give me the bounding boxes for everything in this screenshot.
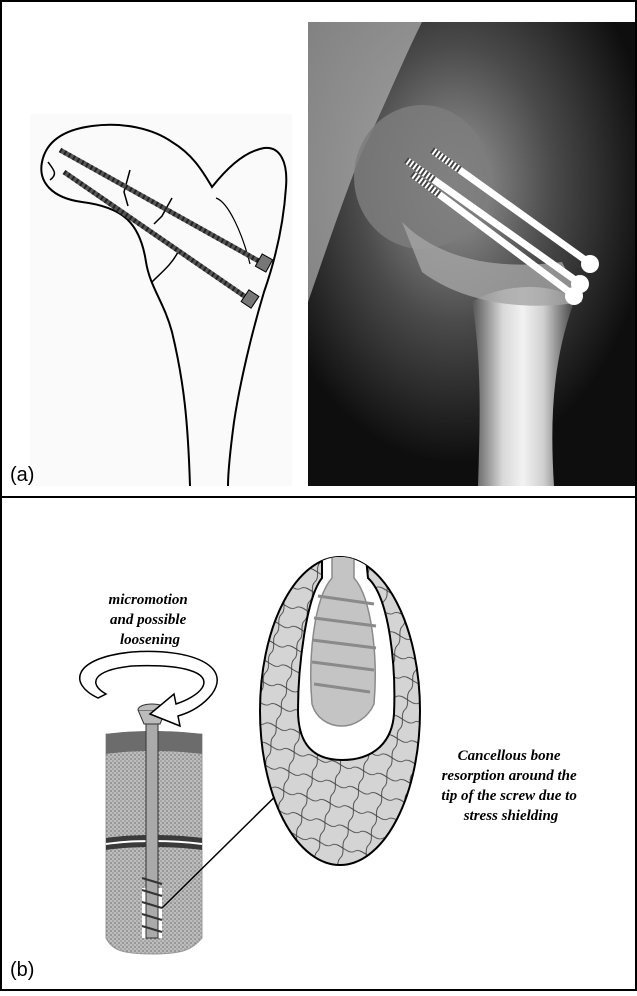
annotation-resorption: Cancellous bone resorption around the ti… [441, 748, 580, 824]
panel-a-graphics [2, 2, 635, 496]
panel-b-graphics: micromotion and possible loosening Cance… [2, 498, 635, 991]
panel-a-label: (a) [10, 464, 34, 487]
zoom-oval [260, 518, 420, 865]
panel-b: micromotion and possible loosening Cance… [2, 498, 635, 991]
panel-a: (a) [2, 2, 635, 496]
bone-block-with-screw [106, 704, 202, 954]
annotation-micromotion: micromotion and possible loosening [109, 592, 192, 648]
panel-b-label: (b) [10, 959, 34, 982]
